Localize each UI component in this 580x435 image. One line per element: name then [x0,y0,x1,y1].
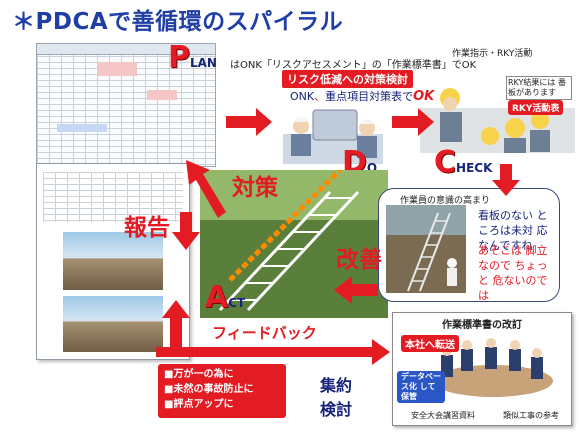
check-label: CHECK [434,145,492,180]
check-caption: 作業指示・RKY活動 [452,49,533,59]
check-illustration [420,88,575,153]
arrow-do-to-check [392,108,434,136]
label-kento: 検討 [320,400,353,419]
do-illustration [283,109,383,164]
ladder-illustration [386,205,466,293]
label-taisaku: 対策 [232,175,278,201]
arrow-feedback [162,300,190,352]
do-note: ONK、重点項目対策表でOK [290,89,435,104]
meeting-footer-2: 類似工事の参考 [503,411,559,420]
label-shuyaku: 集約 [320,376,353,395]
plan-letter: P [168,40,190,75]
label-feedback: フィードバック [212,324,317,342]
bullet-box: ■万が一の為に ■未然の事故防止に ■評点アップに [158,364,286,418]
report-document [36,163,190,360]
arrow-to-meeting [156,339,390,365]
check-stamp: RKY活動表 [508,100,564,115]
bullet-3: ■評点アップに [164,399,234,410]
do-note-mid: 重点項目対策表で [325,90,414,103]
report-photo-bottom [63,296,163,352]
plan-label: PLAN [168,40,217,75]
check-sign: RKY結果には 番板があります [506,76,572,100]
meeting-footer-1: 安全大会講習資料 [411,411,475,420]
scaffold-illustration [200,170,388,318]
plan-suffix: LAN [190,56,217,70]
act-letter: A [205,280,229,315]
act-suffix: CT [228,296,246,310]
check-letter: C [434,145,457,180]
label-kaizen: 改善 [336,247,382,273]
do-suffix: O [366,161,378,175]
bullet-2: ■未然の事故防止に [164,384,254,395]
act-label: ACT [205,280,245,315]
bullet-1: ■万が一の為に [164,369,234,380]
arrow-kaizen [334,276,378,304]
meeting-stamp-1: 本社へ転送 [401,335,459,352]
speech-text-2: あそこは 脚立なので ちょっと 危ないのでは [478,244,548,302]
label-houkoku: 報告 [124,215,170,241]
speech-text-1: 看板のない ところは未対 応なんですね [478,209,548,252]
page-title: ＊PDCAで善循環のスパイラル [12,9,344,35]
check-suffix: HECK [456,161,493,175]
meeting-panel: 作業標準書の改訂 本社へ転送 データベース化 して保管 安全大会講習資料 類似工… [392,312,572,426]
arrow-houkoku [172,212,200,250]
meeting-stamp-2: データベース化 して保管 [397,371,445,403]
arrow-check-down [492,164,520,196]
meeting-caption: 作業標準書の改訂 [442,320,522,331]
report-photo-top [63,232,163,290]
do-note-ok: OK [413,89,435,104]
scaffold-caption: 作業員の意識の高まり [400,196,491,206]
plan-note: はONK「リスクアセスメント」の「作業標準書」でOK [230,60,477,71]
arrow-taisaku [186,160,226,218]
spreadsheet-thumbnail [36,43,216,167]
arrow-plan-to-do [226,108,272,136]
do-banner: リスク低減への対策検討 [282,70,413,88]
do-note-onk: ONK [290,90,315,103]
